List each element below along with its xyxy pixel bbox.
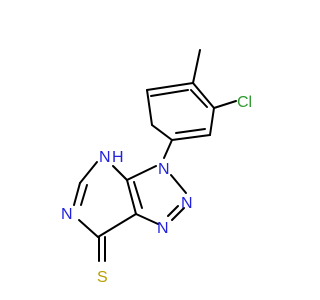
bond-ch-n-inner	[80, 184, 88, 206]
nh-hydrogen-label: H	[112, 149, 124, 166]
bond-ring-c	[151, 124, 173, 141]
bonds	[73, 49, 237, 262]
bond-n-c7a	[135, 213, 159, 225]
bond-n-n-double-inner	[167, 205, 179, 217]
bond-c3a-n	[126, 165, 157, 181]
bond-aryl-n	[163, 139, 173, 159]
bond-ring-f	[192, 82, 215, 109]
bond-ring-a-inner	[150, 89, 189, 97]
bond-chlorine	[213, 100, 237, 109]
bond-n-n-double	[171, 207, 185, 221]
bond-nh-ch	[79, 161, 98, 184]
bond-ring-d-inner	[175, 128, 206, 134]
nh-nitrogen-label: N	[99, 149, 111, 166]
bond-ch-n	[73, 182, 81, 206]
atom-labels: Cl N H N N N N S	[61, 94, 252, 286]
triazole-nitrogen-low-label: N	[157, 220, 169, 237]
bond-ring-e	[209, 107, 215, 136]
bond-methyl	[192, 49, 201, 84]
aryl-nitrogen-label: N	[158, 161, 170, 178]
pyrimidine-nitrogen-label: N	[61, 206, 73, 223]
triazole-nitrogen-mid-label: N	[181, 195, 193, 212]
bond-n-c7	[78, 219, 99, 238]
chlorine-label: Cl	[237, 94, 252, 111]
bond-ring-f-inner	[190, 89, 208, 108]
bond-n-n	[170, 174, 187, 194]
bond-c7-c7a	[97, 213, 137, 238]
bond-c3a-nh	[112, 165, 128, 181]
bond-ring-b	[146, 89, 153, 126]
bond-c3a-c7a	[126, 179, 137, 215]
molecule-structure: Cl N H N N N N S	[61, 49, 252, 286]
bond-c3a-c7a-inner	[133, 181, 143, 209]
bond-ring-a	[146, 82, 194, 91]
bond-ring-d	[171, 134, 211, 141]
sulfur-label: S	[97, 269, 108, 286]
